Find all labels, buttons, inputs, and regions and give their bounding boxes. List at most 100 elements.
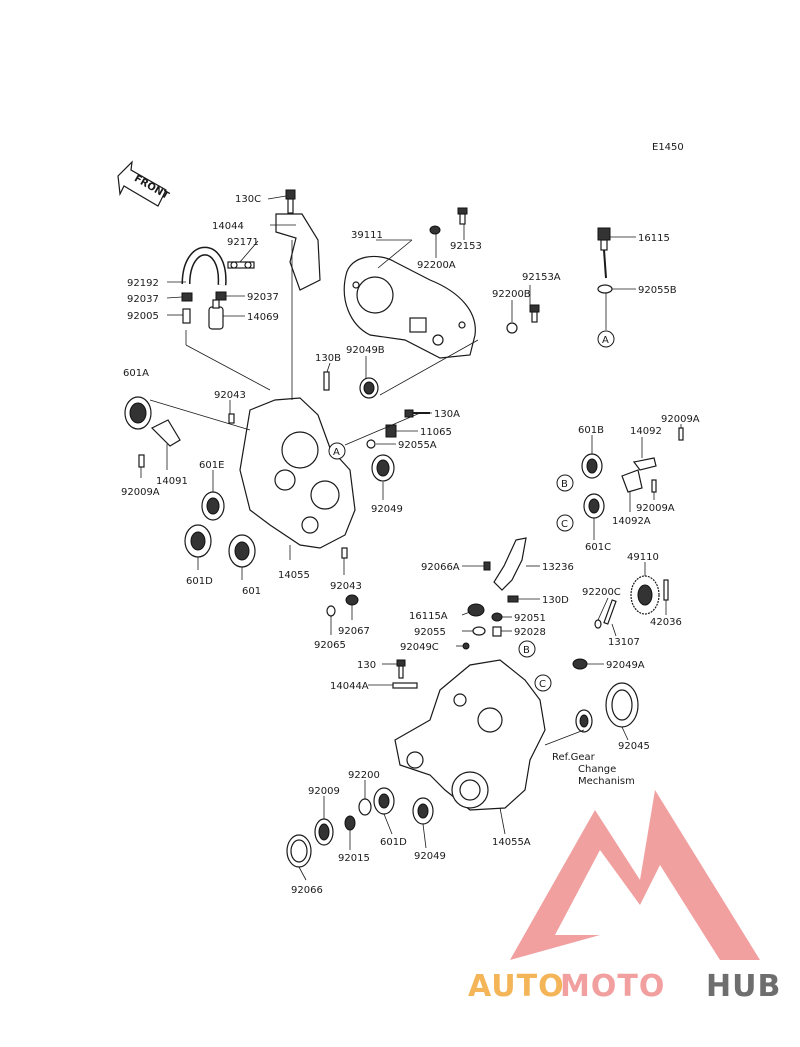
label-130c: 130C [235, 194, 261, 205]
svg-text:Ref.Gear: Ref.Gear [552, 752, 596, 763]
label-92043b: 92043 [330, 581, 362, 592]
bearing-601 [228, 534, 256, 568]
shift-arm-13236 [493, 537, 527, 591]
label-92192: 92192 [127, 278, 159, 289]
bearing-601e [201, 491, 225, 521]
label-16115: 16115 [638, 233, 670, 244]
callout-c-lower: C [534, 674, 552, 692]
label-601d-left: 601D [186, 576, 213, 587]
breather-14069 [208, 299, 224, 330]
label-92049a: 92049 [371, 504, 403, 515]
label-16115a: 16115A [409, 611, 448, 622]
label-130d: 130D [542, 595, 569, 606]
gear-49110 [630, 575, 660, 615]
seal-92045 [605, 682, 639, 728]
callout-a-left: A [328, 442, 346, 460]
label-92065: 92065 [314, 640, 346, 651]
label-130b: 130B [315, 353, 341, 364]
seal-92051 [491, 612, 503, 622]
label-601a: 601A [123, 368, 149, 379]
bracket-14091 [150, 419, 181, 447]
clip-92037b [215, 291, 227, 301]
diagram-code: E1450 [652, 142, 684, 153]
label-92049a-right: 92049A [606, 660, 645, 671]
seal-92066 [286, 834, 312, 868]
label-14092a: 14092A [612, 516, 651, 527]
label-92153: 92153 [450, 241, 482, 252]
part-labels: 130C 14044 92171 92192 92037 92037 92005… [121, 194, 700, 896]
clamp-92171 [227, 261, 255, 269]
bolt-130c [285, 189, 296, 214]
callout-a-top: A [597, 330, 615, 348]
label-92009ab: 92009A [661, 414, 700, 425]
seal-92049c [462, 642, 470, 650]
label-601b: 601B [578, 425, 604, 436]
bolt-92009ab [678, 427, 684, 441]
seal-92009 [314, 818, 334, 846]
washer-92065 [326, 605, 336, 617]
label-92200: 92200 [348, 770, 380, 781]
bolt-92009ac [651, 479, 657, 493]
label-601: 601 [242, 586, 261, 597]
seal-92049a [371, 454, 395, 482]
label-92067: 92067 [338, 626, 370, 637]
bolt-130a [404, 409, 430, 418]
label-92015: 92015 [338, 853, 370, 864]
label-92009ac: 92009A [636, 503, 675, 514]
label-92055b: 92055B [638, 285, 677, 296]
label-11065: 11065 [420, 427, 452, 438]
label-601e: 601E [199, 460, 224, 471]
o-ring-92055a [366, 439, 376, 449]
label-14044: 14044 [212, 221, 244, 232]
bracket-14092a [621, 469, 643, 493]
crankcase-14055a [394, 659, 546, 811]
label-92200b: 92200B [492, 289, 531, 300]
bolt-92009aa [138, 454, 145, 468]
bracket-14044 [275, 213, 321, 291]
label-13107: 13107 [608, 637, 640, 648]
bearing-601c [583, 493, 605, 519]
label-92009: 92009 [308, 786, 340, 797]
bearing-601a [124, 396, 152, 430]
ref-note: Ref.Gear Change Mechanism [552, 752, 635, 787]
automotohub-logo: AUTO MOTO HUB [468, 790, 780, 1004]
collar-92028 [492, 626, 502, 637]
bracket-14092 [632, 457, 657, 471]
pin-92043a [228, 413, 235, 424]
bearing-92015 [344, 815, 356, 831]
label-92055: 92055 [414, 627, 446, 638]
label-130a: 130A [434, 409, 460, 420]
cap-16115a [467, 603, 485, 617]
bolt-130 [396, 659, 406, 679]
label-92049b: 92049B [346, 345, 385, 356]
label-14044a: 14044A [330, 681, 369, 692]
bearing-ref-gear [575, 709, 593, 733]
o-ring-92055 [472, 626, 486, 636]
logo-text-auto: AUTO [468, 969, 565, 1004]
seal-92049-bottom [412, 797, 434, 825]
front-arrow-icon: FRONT [117, 160, 171, 207]
seal-92049a-right [572, 658, 588, 670]
leader-lines [140, 195, 682, 881]
svg-text:C: C [539, 679, 546, 690]
label-92028: 92028 [514, 627, 546, 638]
svg-text:A: A [602, 335, 609, 346]
label-92049-bottom: 92049 [414, 851, 446, 862]
label-39111: 39111 [351, 230, 383, 241]
fitting-92005 [182, 308, 191, 324]
callout-b-right: B [556, 474, 574, 492]
label-92005: 92005 [127, 311, 159, 322]
svg-text:B: B [561, 479, 568, 490]
bolt-42036 [663, 579, 669, 601]
o-ring-92055b [597, 284, 613, 294]
bearing-601b [581, 453, 603, 479]
bolt-130d [507, 595, 519, 603]
label-92066a: 92066A [421, 562, 460, 573]
label-601d-bottom: 601D [380, 837, 407, 848]
label-92200a: 92200A [417, 260, 456, 271]
plug-92067 [345, 594, 359, 606]
callout-c-right: C [556, 514, 574, 532]
svg-text:C: C [561, 519, 568, 530]
label-13236: 13236 [542, 562, 574, 573]
